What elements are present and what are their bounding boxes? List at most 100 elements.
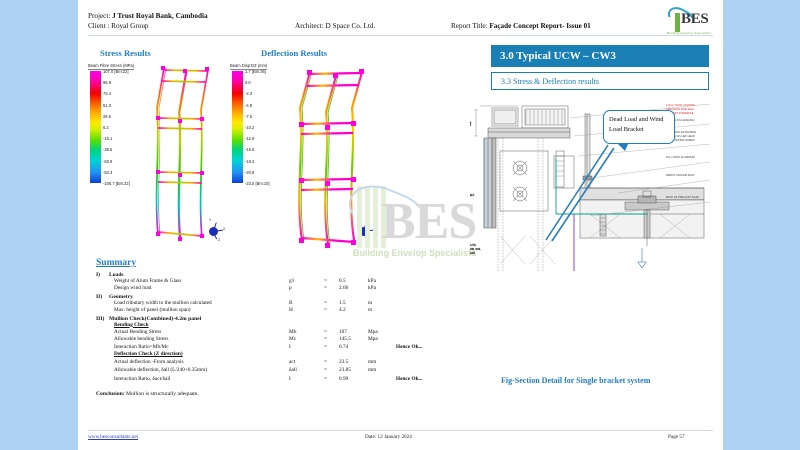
summary-row: Design wind load p = 2.66 kPa [96,285,446,292]
svg-text:A TIE: A TIE [470,244,476,247]
row-symbol: Mb [289,328,297,335]
group-numeral: III) [96,315,105,322]
client-label: Client : [88,22,110,30]
tick: -60.9 [103,158,113,164]
row-value: 23.5 [339,358,349,365]
stress-axis-triad: Y X Z [202,218,228,244]
deflection-fea-model: Y X Z [290,58,380,248]
client-value: Royal Group [111,22,149,30]
row-desc: Allowable bending Stress [114,336,169,343]
page-number: Page 57 [668,434,685,440]
row-note: Hence Ok... [396,343,423,350]
row-unit: m [368,299,373,306]
summary-section: Summary I) Loads Weight of Alum Frame & G… [96,258,446,397]
summary-row: Actual Bending Stress Mb = 107 Mpa [96,329,446,336]
row-unit: mm [368,358,377,365]
stress-results-title: Stress Results [100,48,151,58]
deflection-check-subheading: Deflection Check (Z direction) [114,351,183,358]
row-unit: m [368,307,373,314]
logo-tagline: Building Envelop Specialists [667,31,712,35]
tick: -38.5 [103,147,113,153]
callout-leader-lines [545,144,615,242]
row-value: 0.74 [339,343,349,350]
stress-model-svg [155,66,209,241]
row-symbol: Mc [289,336,297,343]
stress-colorbar [90,71,101,183]
row-eq: = [324,366,327,373]
architect-value: D Space Co. Ltd. [325,22,376,30]
bracket-callout: Dead Load and Wind Load Bracket [603,110,675,151]
document-header: Project: J Trust Royal Bank, Cambodia Cl… [88,3,713,44]
svg-text:BRACKET INTERFACE: BRACKET INTERFACE [666,111,694,115]
tick: -7.6 [245,113,253,119]
tick: 28.6 [103,113,111,119]
deflection-legend-caption: Beam Disp:DZ (mm) [230,63,268,70]
row-unit: Mpa [368,336,378,343]
summary-title: Summary [96,258,137,268]
deflection-results-title: Deflection Results [261,48,328,58]
conclusion-line: Conclusion: Mullion is structurally adeq… [96,391,446,397]
svg-text:5mm THICK ALUMINUM: 5mm THICK ALUMINUM [666,155,695,159]
deflection-axis-triad: Y X Z [352,218,378,244]
deflection-legend: Beam Disp:DZ (mm) 1.7 [Bm:36] 0.0 -2.3 -… [230,63,310,191]
tick: -16.1 [103,136,113,142]
conclusion-text: Mullion is structurally adequate. [124,390,199,397]
row-desc: Allowable deflection, δall (L/240+6.35mm… [114,366,208,373]
row-symbol: δall [289,366,297,373]
tick: -12.9 [245,136,255,142]
group-numeral: I) [96,272,101,278]
row-symbol: B [289,299,293,306]
tick: -83.3 [103,169,113,175]
tick: 107.0 [Bm:22] [103,69,129,74]
summary-row: Weight of Alum Frame & Glass g1 = 0.5 kP… [96,278,446,285]
row-eq: = [324,285,327,292]
row-note: Hence Ok... [396,375,423,382]
tick: -105.7 [Bm:22] [103,180,130,186]
row-value: 23.85 [339,366,351,373]
tick: -4.9 [245,102,253,108]
row-desc: Actual deflection -From analysis [114,358,184,365]
website-link[interactable]: www.besconsultants.net [88,434,139,440]
tick: -2.3 [245,91,253,97]
watermark-text: BES [381,193,477,250]
tick: 0.0 [245,80,251,86]
row-eq: = [324,299,327,306]
stress-legend-ticks: 107.0 [Bm:22] 95.8 73.4 51.0 28.6 6.2 -1… [103,68,165,191]
svg-text:ELY: ELY [470,194,475,197]
tick: -10.2 [245,124,255,130]
svg-text:SELF TAPPING SCREW: SELF TAPPING SCREW [666,138,695,142]
section-detail-drawing: 1.0mm THICK COATING ADEQUATE FIRE SEAL B… [470,96,715,271]
row-eq: = [324,375,327,382]
svg-text:IMPACT ANCHOR BOLT: IMPACT ANCHOR BOLT [666,173,695,177]
deflection-colorbar [232,71,243,183]
logo-text: BES [681,11,709,27]
row-desc: Load tributary width to the mullion calc… [114,299,212,306]
bending-check-subheading: Bending Check [114,321,149,328]
svg-text:3mm THICK EXTRUSION: 3mm THICK EXTRUSION [666,130,696,134]
report-label: Report Title: [451,22,488,30]
tick: 95.8 [103,80,111,86]
row-symbol: I [289,375,291,382]
watermark-bar-icon [381,186,386,248]
row-value: 145.5 [339,336,351,343]
architect-label: Architect: [295,22,324,30]
svg-text:RIB, SOIL: RIB, SOIL [470,248,481,251]
axis-label-x: X [223,227,226,231]
row-unit: kPa [368,278,376,284]
tick: -15.5 [245,147,255,153]
stress-legend: Beam Fibre Stress (MPa) 107.0 [Bm:22] 95… [88,63,168,191]
row-value: 4.2 [339,307,346,314]
row-eq: = [324,328,327,335]
watermark-tagline: Building Envelop Specialists [353,248,477,258]
row-value: 2.66 [339,285,349,292]
project-line: Project: J Trust Royal Bank, Cambodia [88,12,208,20]
stress-legend-caption: Beam Fibre Stress (MPa) [88,63,135,70]
group-name: Loads [109,272,124,278]
cad-drawing-svg: 1.0mm THICK COATING ADEQUATE FIRE SEAL B… [470,103,711,271]
document-footer: www.besconsultants.net Date: 12 January … [88,430,713,444]
tick: 1.7 [Bm:36] [245,69,266,74]
axis-label-z: Z [218,238,221,242]
axis-label-x: X [373,227,376,231]
svg-text:M12 S/S S/S HEX HEAD: M12 S/S S/S HEX HEAD [666,134,695,138]
summary-row: Load tributary width to the mullion calc… [96,300,446,307]
